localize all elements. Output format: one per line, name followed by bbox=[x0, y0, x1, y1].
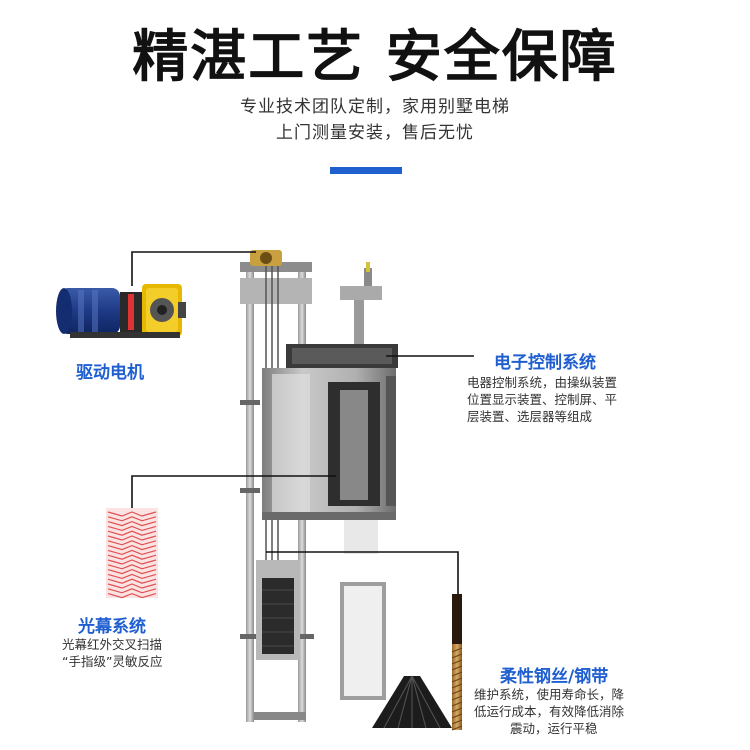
feature-control-desc-line-3: 层装置、选层器等组成 bbox=[467, 409, 593, 424]
curtain-beam bbox=[107, 578, 157, 584]
curtain-beam bbox=[107, 516, 157, 522]
feature-rope-desc-line-3: 震动，运行平稳 bbox=[510, 721, 598, 736]
rope-strand bbox=[451, 653, 463, 659]
feature-curtain-desc-line-1: 光幕红外交叉扫描 bbox=[62, 637, 163, 652]
subtitle-line-2: 上门测量安装，售后无忧 bbox=[276, 123, 474, 143]
curtain-beam bbox=[107, 559, 157, 565]
rope-strand bbox=[451, 677, 463, 683]
feature-rope-desc-line-2: 低运行成本，有效降低消除 bbox=[474, 704, 625, 719]
curtain-beam bbox=[107, 564, 157, 570]
curtain-beam bbox=[107, 568, 157, 575]
feature-rope-title: 柔性钢丝/钢带 bbox=[500, 667, 609, 687]
rope-strand bbox=[451, 695, 463, 701]
feature-curtain-title: 光幕系统 bbox=[78, 617, 146, 637]
rope-strand bbox=[451, 671, 463, 677]
wire-rope-image bbox=[451, 594, 463, 731]
leader-line-rope bbox=[266, 551, 459, 594]
feature-rope-desc: 维护系统，使用寿命长，降 低运行成本，有效降低消除 震动，运行平稳 bbox=[474, 686, 624, 737]
curtain-beam bbox=[107, 511, 157, 517]
curtain-beam bbox=[107, 540, 157, 546]
curtain-beam bbox=[107, 592, 157, 599]
rope-strand bbox=[451, 719, 463, 725]
elevator-car bbox=[262, 344, 398, 554]
feature-control-title: 电子控制系统 bbox=[494, 353, 596, 373]
governor bbox=[340, 262, 382, 346]
leader-line-curtain bbox=[131, 475, 336, 508]
rope-strand bbox=[451, 713, 463, 719]
rope-strand bbox=[451, 701, 463, 707]
feature-curtain-desc-line-2: “手指级”灵敏反应 bbox=[62, 654, 163, 669]
curtain-beam bbox=[107, 554, 157, 560]
feature-control-desc-line-1: 电器控制系统，由操纵装置 bbox=[467, 375, 618, 390]
feature-control-desc-line-2: 位置显示装置、控制屏、平 bbox=[467, 392, 618, 407]
subtitle-line-1: 专业技术团队定制，家用别墅电梯 bbox=[240, 97, 510, 117]
accent-bar bbox=[330, 167, 402, 174]
leader-line-motor bbox=[131, 251, 256, 286]
landing-door bbox=[340, 582, 386, 700]
feature-control-desc: 电器控制系统，由操纵装置 位置显示装置、控制屏、平 层装置、选层器等组成 bbox=[467, 374, 617, 425]
steel-belt-image bbox=[372, 675, 452, 729]
rope-strand bbox=[451, 725, 463, 731]
counterweight bbox=[256, 560, 300, 660]
rope-strand bbox=[451, 683, 463, 689]
curtain-beam bbox=[107, 588, 157, 594]
feature-curtain-desc: 光幕红外交叉扫描 “手指级”灵敏反应 bbox=[62, 636, 162, 670]
light-curtain-image bbox=[106, 508, 158, 599]
curtain-beam bbox=[107, 583, 157, 589]
feature-rope-desc-line-1: 维护系统，使用寿命长，降 bbox=[474, 687, 625, 702]
curtain-beam bbox=[107, 573, 157, 580]
curtain-beam bbox=[107, 544, 157, 551]
curtain-beam bbox=[107, 535, 157, 541]
curtain-beam bbox=[107, 530, 157, 536]
page-title: 精湛工艺 安全保障 bbox=[132, 25, 618, 90]
rope-strand bbox=[451, 665, 463, 671]
rope-strand bbox=[451, 659, 463, 665]
feature-motor-title: 驱动电机 bbox=[76, 363, 144, 383]
rope-strand bbox=[451, 707, 463, 713]
drive-motor-image bbox=[56, 284, 186, 338]
curtain-beam bbox=[107, 520, 157, 527]
rope-strand bbox=[451, 689, 463, 695]
curtain-beam bbox=[107, 549, 157, 556]
curtain-beam bbox=[107, 525, 157, 532]
rope-strand bbox=[451, 647, 463, 653]
